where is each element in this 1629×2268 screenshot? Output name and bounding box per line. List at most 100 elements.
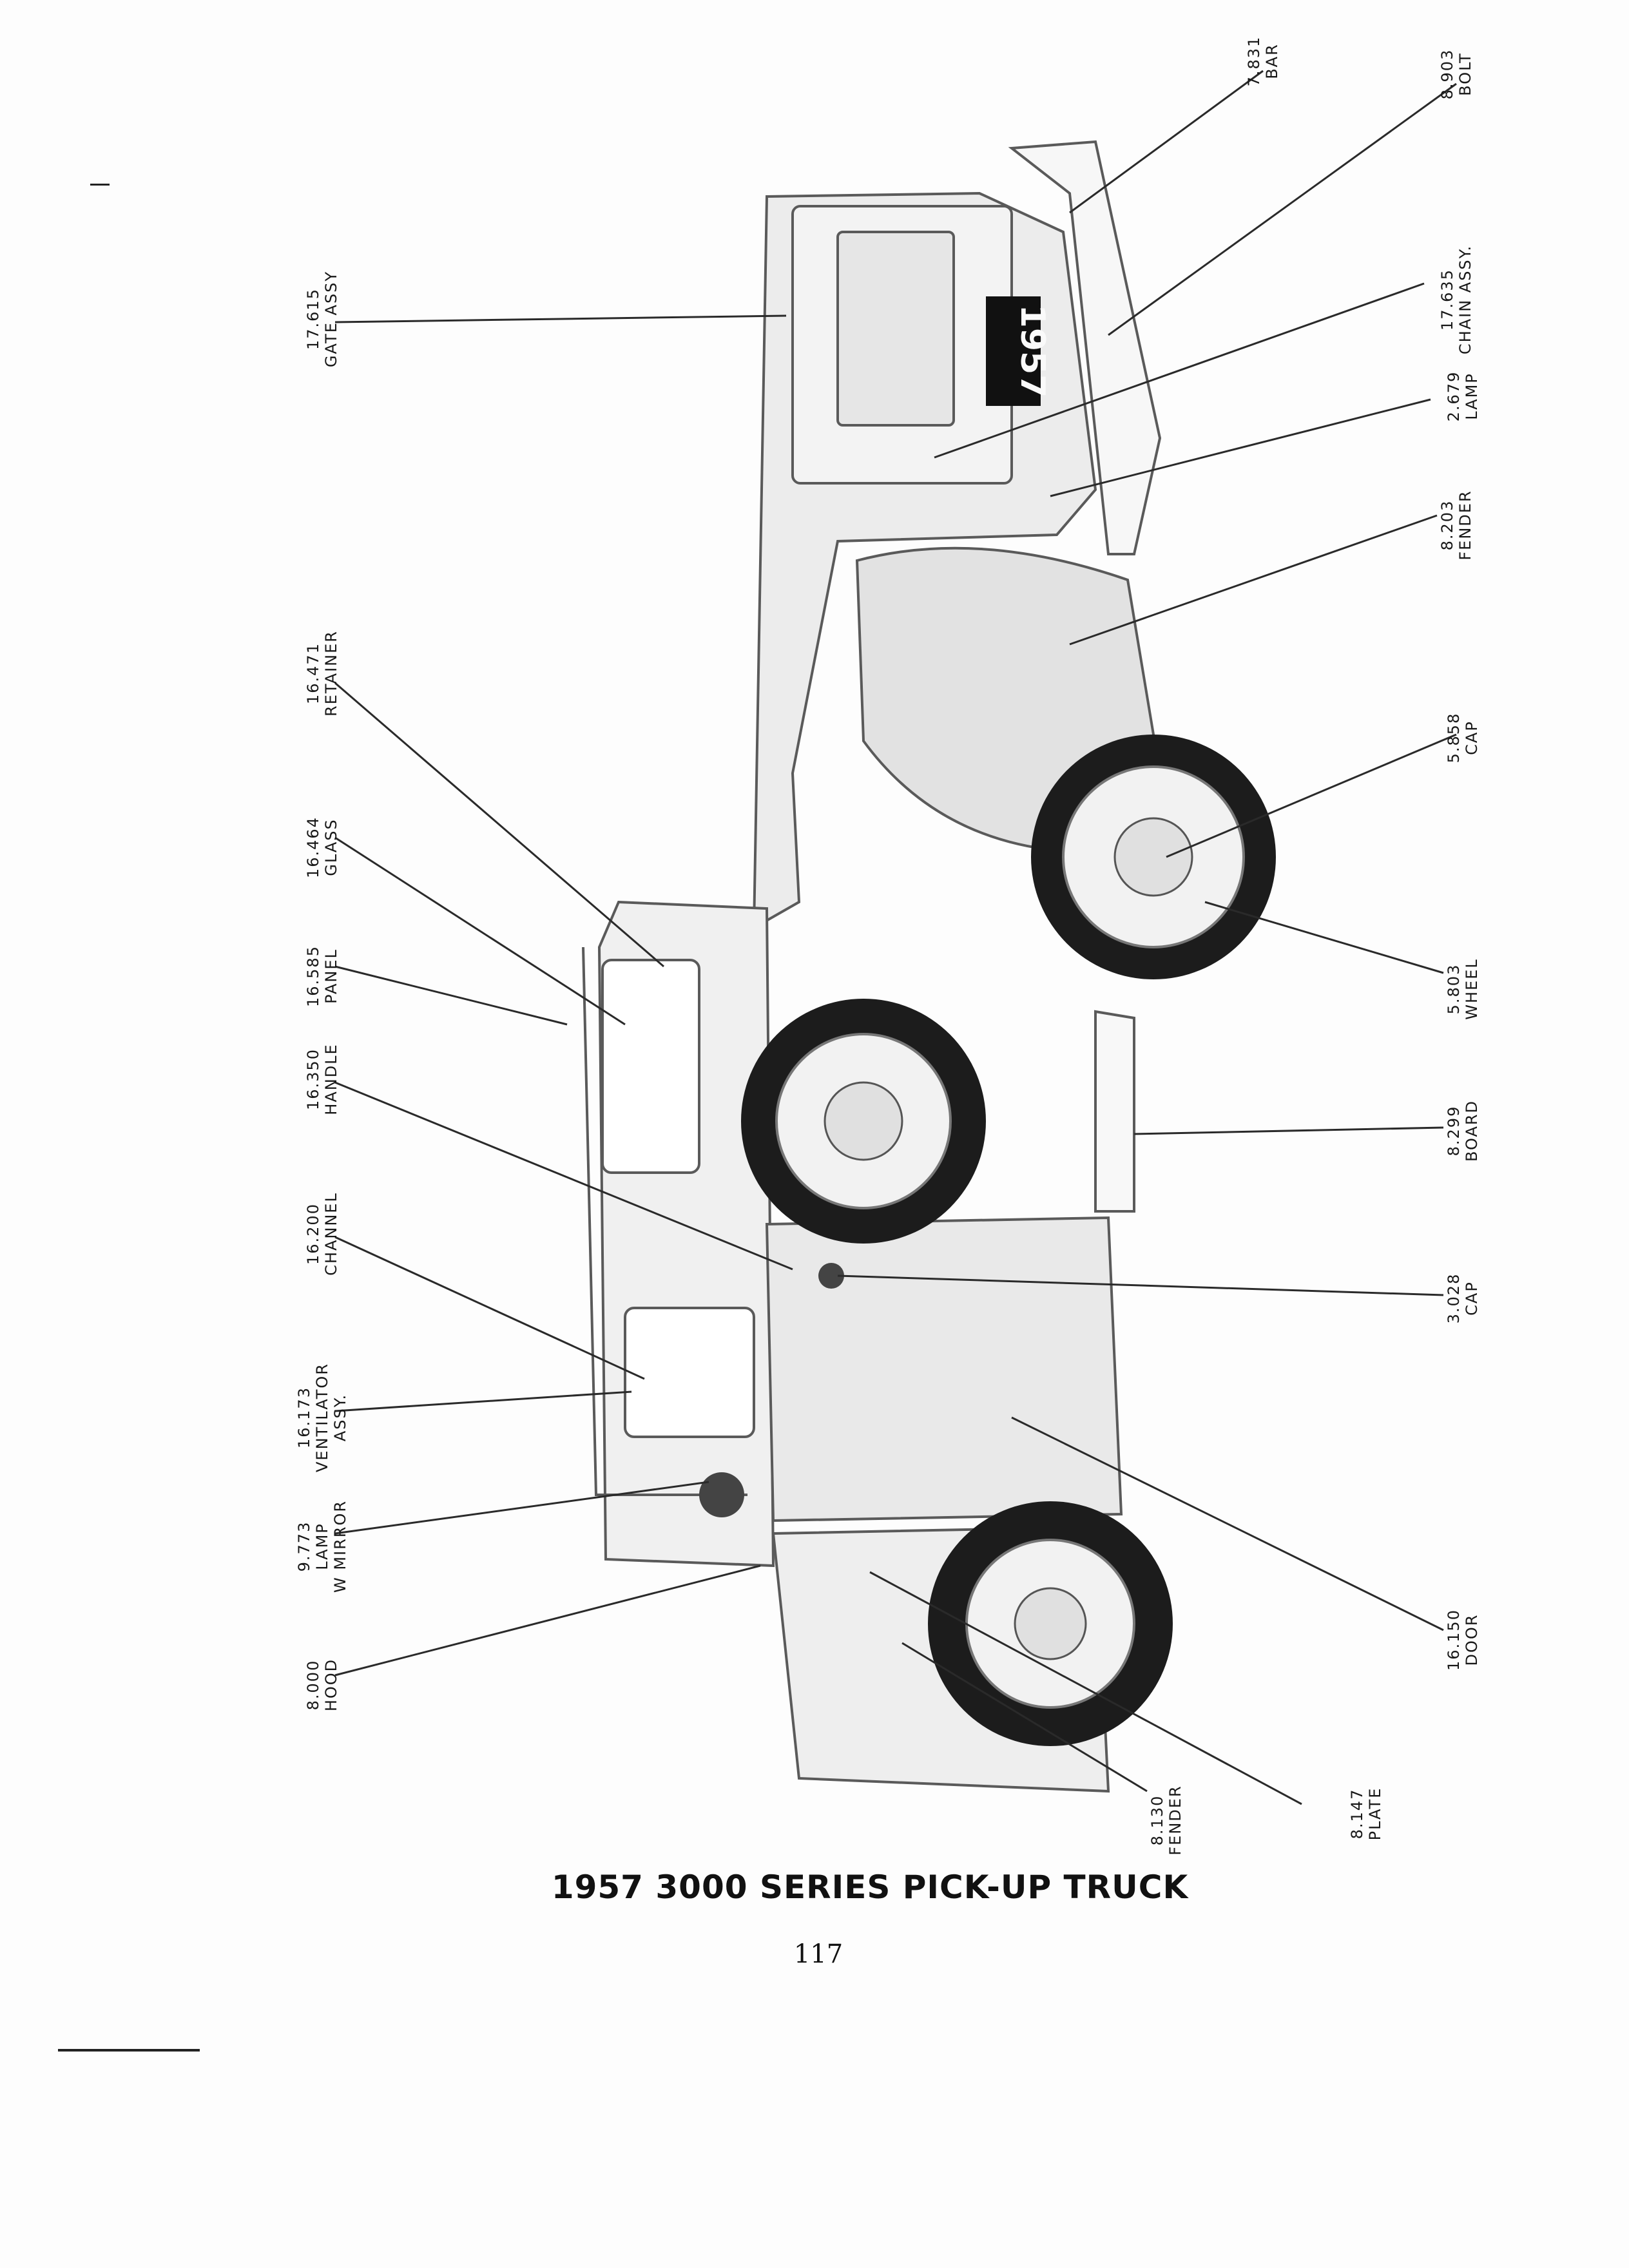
license-plate-text: 1957 xyxy=(1013,305,1052,398)
leader-chain xyxy=(934,282,1425,459)
callout-label: WHEEL xyxy=(1463,958,1481,1020)
callout-number: 16.150 xyxy=(1445,1609,1463,1671)
leader-cap-fuel xyxy=(837,1274,1444,1296)
page-number: 117 xyxy=(793,1939,843,1969)
windshield-frame xyxy=(582,947,747,1496)
callout-label: CAP xyxy=(1463,720,1481,755)
callout-label: BOARD xyxy=(1463,1099,1481,1162)
mirror-lamp xyxy=(699,1472,744,1517)
callout-board: 8.299 BOARD xyxy=(1440,1079,1485,1182)
callout-number: 17.615 xyxy=(304,288,322,350)
callout-label: CHAIN ASSY. xyxy=(1456,244,1474,355)
callout-label: W MIRROR xyxy=(331,1499,349,1593)
leader-panel xyxy=(334,965,568,1026)
callout-gate: 17.615 GATE ASSY xyxy=(300,248,345,390)
leader-fender-front xyxy=(901,1642,1148,1792)
vent-window xyxy=(624,1307,755,1438)
callout-number: 7.831 xyxy=(1245,35,1263,87)
callout-wheel: 5.803 WHEEL xyxy=(1440,937,1485,1041)
callout-label: VENTILATOR xyxy=(313,1363,331,1472)
callout-label: HOOD xyxy=(322,1658,340,1712)
callout-label: GLASS xyxy=(322,818,340,876)
callout-number: 8.299 xyxy=(1445,1105,1463,1157)
leader-lamp-rear xyxy=(1050,398,1431,497)
callout-label: FENDER xyxy=(1456,490,1474,561)
callout-door: 16.150 DOOR xyxy=(1440,1582,1485,1698)
leader-wheel xyxy=(1204,901,1444,974)
page-title: 1957 3000 SERIES PICK-UP TRUCK xyxy=(551,1869,1189,1906)
callout-label: ASSY. xyxy=(331,1393,349,1442)
callout-cap-wheel: 5.858 CAP xyxy=(1440,686,1485,789)
front-rear-hubcap xyxy=(824,1081,903,1161)
callout-label: LAMP xyxy=(1463,372,1481,420)
leader-bar xyxy=(1069,70,1264,214)
callout-label: PANEL xyxy=(322,948,340,1004)
callout-bar: 7.831 BAR xyxy=(1240,10,1286,113)
leader-channel xyxy=(334,1236,645,1380)
callout-channel: 16.200 CHANNEL xyxy=(300,1163,345,1305)
rear-window xyxy=(601,959,700,1174)
callout-fender-front: 8.130 FENDER xyxy=(1144,1762,1189,1878)
license-plate xyxy=(986,296,1041,406)
callout-label: LAMP xyxy=(313,1523,331,1570)
callout-number: 16.471 xyxy=(304,642,322,704)
fuel-cap xyxy=(818,1263,844,1289)
leader-hood xyxy=(334,1564,761,1677)
leader-door xyxy=(1011,1416,1444,1631)
leader-gate xyxy=(334,314,787,323)
callout-cap-fuel: 3.028 CAP xyxy=(1440,1247,1485,1350)
scan-mark xyxy=(90,184,110,186)
front-hubcap xyxy=(1014,1587,1087,1660)
leader-cap-wheel xyxy=(1166,733,1457,858)
callout-label: FENDER xyxy=(1166,1785,1184,1856)
callout-mirror: 9.773 LAMP W MIRROR xyxy=(290,1475,354,1617)
callout-number: 8.147 xyxy=(1348,1788,1366,1840)
callout-number: 2.679 xyxy=(1445,370,1463,422)
callout-label: GATE ASSY xyxy=(322,270,340,368)
callout-number: 16.464 xyxy=(304,816,322,878)
callout-number: 9.773 xyxy=(295,1521,313,1572)
callout-number: 16.350 xyxy=(304,1048,322,1110)
callout-number: 16.200 xyxy=(304,1203,322,1265)
rear-bumper xyxy=(1008,140,1162,555)
leader-fender-rear xyxy=(1069,514,1438,646)
leader-handle xyxy=(334,1081,793,1271)
callout-number: 5.803 xyxy=(1445,963,1463,1015)
callout-fender-rear: 8.203 FENDER xyxy=(1434,467,1479,583)
callout-glass: 16.464 GLASS xyxy=(300,789,345,905)
leader-glass xyxy=(334,836,626,1026)
leader-board xyxy=(1133,1126,1444,1135)
callout-number: 8.203 xyxy=(1438,499,1456,551)
callout-plate: 8.147 PLATE xyxy=(1344,1762,1389,1865)
callout-number: 17.635 xyxy=(1438,269,1456,331)
callout-number: 16.173 xyxy=(295,1387,313,1448)
callout-label: CAP xyxy=(1463,1281,1481,1316)
rear-hubcap xyxy=(1113,817,1193,897)
callout-retainer: 16.471 RETAINER xyxy=(300,602,345,744)
callout-label: HANDLE xyxy=(322,1043,340,1115)
callout-lamp-rear: 2.679 LAMP xyxy=(1440,345,1485,448)
leader-bolt xyxy=(1108,82,1457,336)
callout-handle: 16.350 HANDLE xyxy=(300,1015,345,1144)
scan-mark xyxy=(58,2049,200,2052)
leader-plate xyxy=(869,1571,1302,1805)
callout-label: PLATE xyxy=(1366,1787,1384,1841)
callout-label: BOLT xyxy=(1456,52,1474,96)
callout-hood: 8.000 HOOD xyxy=(300,1627,345,1743)
tailgate-panel xyxy=(836,231,955,427)
callout-number: 3.028 xyxy=(1445,1273,1463,1324)
callout-number: 8.130 xyxy=(1148,1794,1166,1846)
callout-label: DOOR xyxy=(1463,1613,1481,1666)
callout-bolt: 8.903 BOLT xyxy=(1434,23,1479,126)
callout-number: 5.858 xyxy=(1445,712,1463,764)
leader-ventilator xyxy=(334,1390,632,1412)
callout-label: BAR xyxy=(1263,43,1281,79)
cab-door xyxy=(765,1216,1123,1523)
leader-retainer xyxy=(334,682,664,968)
callout-number: 8.903 xyxy=(1438,48,1456,100)
callout-label: CHANNEL xyxy=(322,1192,340,1276)
callout-number: 8.000 xyxy=(304,1659,322,1711)
leader-mirror xyxy=(334,1481,709,1535)
